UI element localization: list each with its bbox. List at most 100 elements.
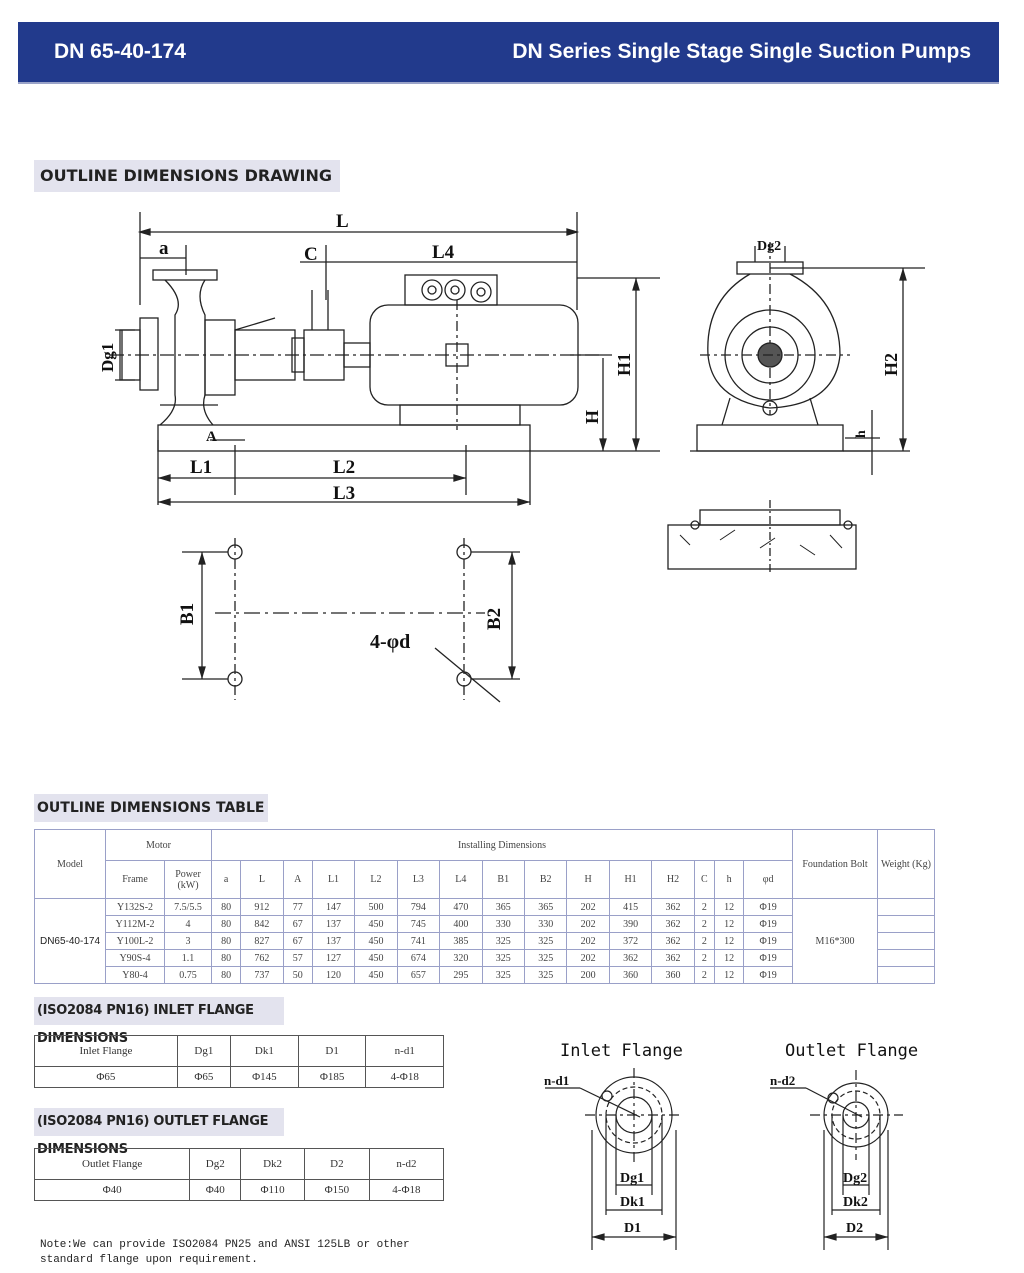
cell-2: 67 xyxy=(282,915,313,933)
cell-frame: Y112M-2 xyxy=(105,915,165,933)
cell-10: 362 xyxy=(608,949,653,967)
dim-label-C: C xyxy=(304,244,318,265)
cell-10: 372 xyxy=(608,932,653,950)
th-col-0: a xyxy=(210,860,242,899)
dim-label-Dg1: Dg1 xyxy=(98,343,117,372)
cell-power: 4 xyxy=(164,915,212,933)
cell-6: 320 xyxy=(439,949,483,967)
cell-13: 12 xyxy=(714,949,745,967)
inlet-value-4: 4-Φ18 xyxy=(365,1066,444,1088)
outlet-header-4: n-d2 xyxy=(368,1148,445,1180)
cell-1: 762 xyxy=(240,949,284,967)
th-frame: Frame xyxy=(105,860,165,899)
cell-0: 80 xyxy=(210,932,242,950)
cell-10: 360 xyxy=(608,966,653,984)
th-col-12: C xyxy=(693,860,716,899)
dim-label-h: h xyxy=(854,430,869,438)
cell-8: 325 xyxy=(523,949,568,967)
cell-13: 12 xyxy=(714,932,745,950)
cell-frame: Y90S-4 xyxy=(105,949,165,967)
series-title: DN Series Single Stage Single Suction Pu… xyxy=(512,40,971,63)
cell-4: 450 xyxy=(354,932,398,950)
cell-12: 2 xyxy=(693,949,716,967)
label-nd1: n-d1 xyxy=(544,1073,569,1088)
cell-9: 200 xyxy=(566,966,610,984)
cell-frame: Y132S-2 xyxy=(105,898,165,916)
cell-9: 202 xyxy=(566,949,610,967)
cell-5: 794 xyxy=(396,898,441,916)
cell-11: 362 xyxy=(651,932,695,950)
cell-8: 365 xyxy=(523,898,568,916)
cell-13: 12 xyxy=(714,966,745,984)
section-title-table: OUTLINE DIMENSIONS TABLE xyxy=(34,794,268,822)
cell-1: 827 xyxy=(240,932,284,950)
th-col-3: L1 xyxy=(311,860,356,899)
dim-label-L: L xyxy=(336,211,349,232)
inlet-value-2: Φ145 xyxy=(229,1066,299,1088)
cell-5: 657 xyxy=(396,966,441,984)
section-title-outlet: (ISO2084 PN16) OUTLET FLANGE DIMENSIONS xyxy=(34,1108,284,1157)
label-Dg2: Dg2 xyxy=(843,1171,867,1186)
cell-8: 325 xyxy=(523,966,568,984)
cell-7: 330 xyxy=(481,915,525,933)
outlet-value-2: Φ110 xyxy=(240,1179,305,1201)
cell-4: 450 xyxy=(354,966,398,984)
th-foundation: Foundation Bolt xyxy=(792,829,878,899)
th-col-7: B1 xyxy=(481,860,525,899)
cell-frame: Y80-4 xyxy=(105,966,165,984)
cell-2: 57 xyxy=(282,949,313,967)
cell-13: 12 xyxy=(714,915,745,933)
outlet-header-2: Dk2 xyxy=(240,1148,305,1180)
cell-7: 325 xyxy=(481,949,525,967)
cell-6: 385 xyxy=(439,932,483,950)
dim-label-H1: H1 xyxy=(614,353,634,376)
dim-label-H2: H2 xyxy=(881,353,901,376)
th-power: Power (kW) xyxy=(164,860,212,899)
th-col-13: h xyxy=(714,860,745,899)
cell-0: 80 xyxy=(210,966,242,984)
cell-frame: Y100L-2 xyxy=(105,932,165,950)
cell-11: 360 xyxy=(651,966,695,984)
dim-label-a: a xyxy=(159,238,169,259)
inlet-header-1: Dg1 xyxy=(176,1035,231,1067)
dim-label-A: A xyxy=(206,429,217,445)
inlet-value-0: Φ65 xyxy=(34,1066,178,1088)
cell-weight xyxy=(877,932,935,950)
cell-5: 741 xyxy=(396,932,441,950)
cell-11: 362 xyxy=(651,898,695,916)
dim-label-H: H xyxy=(582,410,602,424)
cell-3: 137 xyxy=(311,932,356,950)
outline-drawing: L a C L4 Dg1 H H1 A L1 L2 L3 Dg2 H2 h B1… xyxy=(98,211,925,703)
dim-label-B2: B2 xyxy=(484,608,505,630)
cell-7: 325 xyxy=(481,932,525,950)
cell-9: 202 xyxy=(566,932,610,950)
th-col-5: L3 xyxy=(396,860,441,899)
outlet-header-1: Dg2 xyxy=(189,1148,242,1180)
th-col-6: L4 xyxy=(439,860,483,899)
th-col-4: L2 xyxy=(354,860,398,899)
outlet-header-0: Outlet Flange xyxy=(33,1148,191,1180)
cell-11: 362 xyxy=(651,915,695,933)
outlet-value-3: Φ150 xyxy=(303,1179,370,1201)
cell-14: Φ19 xyxy=(743,915,793,933)
th-col-14: φd xyxy=(743,860,793,899)
inlet-header-2: Dk1 xyxy=(229,1035,299,1067)
th-weight: Weight (Kg) xyxy=(877,829,935,899)
inlet-header-3: D1 xyxy=(297,1035,367,1067)
label-Dk2: Dk2 xyxy=(843,1195,868,1210)
cell-6: 400 xyxy=(439,915,483,933)
dim-label-Dg2: Dg2 xyxy=(757,239,781,254)
th-model: Model xyxy=(34,829,106,899)
cell-14: Φ19 xyxy=(743,932,793,950)
th-col-2: A xyxy=(282,860,313,899)
section-title-inlet: (ISO2084 PN16) INLET FLANGE DIMENSIONS xyxy=(34,997,284,1046)
dim-label-L4: L4 xyxy=(432,242,455,263)
cell-12: 2 xyxy=(693,966,716,984)
cell-0: 80 xyxy=(210,915,242,933)
cell-power: 7.5/5.5 xyxy=(164,898,212,916)
dim-label-L1: L1 xyxy=(190,457,212,478)
cell-4: 500 xyxy=(354,898,398,916)
